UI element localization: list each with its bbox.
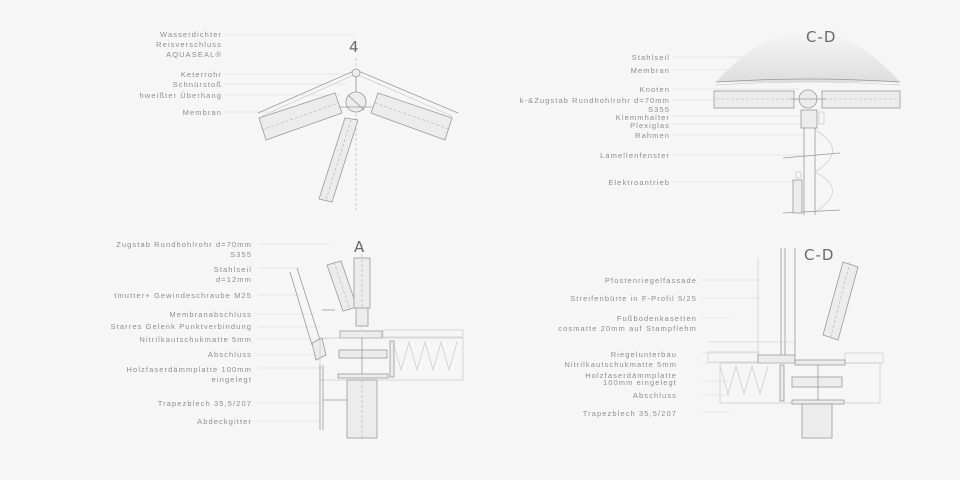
- label-holzfaserdammplatte: Holzfaserdämmplatte: [585, 371, 677, 380]
- label-trapezblech: Trapezblech 35,5/207: [157, 399, 252, 408]
- detail-title-cd-top: C-D: [806, 28, 837, 46]
- label-trapezblech: Trapezblech 35,5/207: [582, 409, 677, 418]
- label-uberhang: hweißter Überhang: [139, 91, 222, 100]
- label-abschluss: Abschluss: [632, 391, 677, 400]
- detail-title-cd-bottom: C-D: [804, 246, 835, 264]
- label-plexiglas: Plexiglas: [630, 121, 670, 130]
- label-eingelegt: eingelegt: [211, 375, 252, 384]
- label-d12mm: d=12mm: [216, 275, 252, 284]
- label-knoten: Knoten: [639, 85, 670, 94]
- label-membran: Membran: [630, 66, 670, 75]
- leader-lines-detail-a: [258, 243, 330, 422]
- base-detail-cd-bottom-drawing: [707, 248, 884, 439]
- label-zugstab: k-&Zugstab Rundhohlrohr d=70mm: [519, 96, 670, 105]
- label-riegelunterbau: Riegelunterbau: [610, 350, 677, 359]
- label-elektroantrieb: Elektroantrieb: [608, 178, 670, 187]
- label-rahmen: Rahmen: [635, 131, 670, 140]
- window-detail-cd-top-drawing: [713, 31, 901, 215]
- label-s355: S355: [230, 250, 252, 259]
- node-detail-4-drawing: [257, 58, 459, 210]
- label-streifenburte: Streifenbürte in F-Profil 5/25: [570, 294, 697, 303]
- label-gewindeschraube: tmutter+ Gewindeschraube M25: [114, 291, 252, 300]
- label-abdeckgitter: Abdeckgitter: [197, 417, 252, 426]
- detail-title-a: A: [354, 238, 366, 256]
- base-detail-a-drawing: [289, 244, 464, 440]
- label-s355: S355: [648, 105, 670, 114]
- label-fussbodenkasetten: Fußbodenkasetten: [616, 314, 697, 323]
- label-reisverschluss: Reisverschluss: [156, 40, 222, 49]
- detail-title-4: 4: [349, 38, 360, 56]
- label-nitrilkautschukmatte: Nitrilkautschukmatte 5mm: [564, 360, 677, 369]
- label-keterrohr: Keterrohr: [180, 70, 222, 79]
- leader-lines-detail-cd-bottom: [702, 279, 760, 413]
- label-lamellenfenster: Lamellenfenster: [600, 151, 670, 160]
- label-pfostenriegelfassade: Pfostenriegelfassade: [604, 276, 697, 285]
- label-aquaseal: AQUASEAL®: [166, 50, 222, 59]
- label-membran: Membran: [182, 108, 222, 117]
- label-cosmatte: cosmatte 20mm auf Stampflehm: [558, 324, 697, 333]
- label-klemmhalter: Klemmhalter: [615, 113, 670, 122]
- label-100mm-eingelegt: 100mm eingelegt: [602, 378, 677, 387]
- label-schnurstoss: Schnürstoß: [172, 80, 222, 89]
- label-stahlseil: Stahlseil: [631, 53, 670, 62]
- label-membranabschluss: Membranabschluss: [169, 310, 252, 319]
- label-nitrilkautschukmatte: Nitrilkautschukmatte 5mm: [139, 335, 252, 344]
- label-abschluss: Abschluss: [207, 350, 252, 359]
- label-starres-gelenk: Starres Gelenk Punktverbindung: [110, 322, 252, 331]
- leader-lines-detail-4: [224, 34, 355, 113]
- label-holzfaserdammplatte: Holzfaserdämmplatte 100mm: [126, 365, 252, 374]
- label-stahlseil: Stahlseil: [213, 265, 252, 274]
- label-wasserdichter: Wasserdichter: [160, 30, 222, 39]
- label-zugstab: Zugstab Rundhohlrohr d=70mm: [116, 240, 252, 249]
